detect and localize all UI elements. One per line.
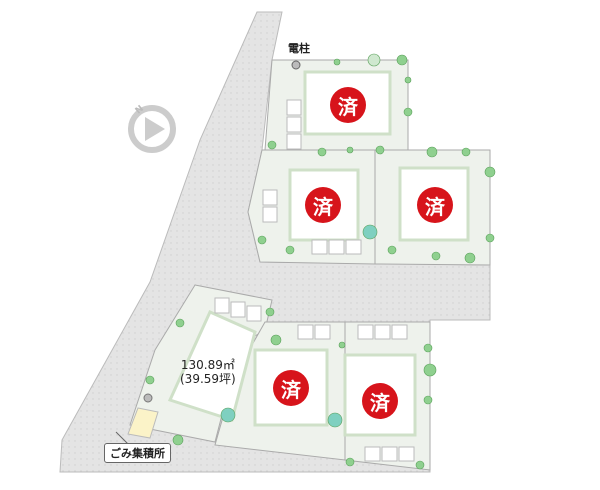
sold-badge: 済 (417, 187, 453, 223)
sold-badge: 済 (273, 370, 309, 406)
garbage-area (127, 407, 159, 439)
utility-pole-icon (143, 393, 153, 403)
utility-pole-icon (291, 60, 301, 70)
north-compass-icon: N (128, 104, 176, 153)
lot-area-sqm: 130.89㎡ (180, 358, 235, 372)
trees (145, 53, 496, 470)
sold-badge: 済 (330, 87, 366, 123)
sold-badge: 済 (305, 187, 341, 223)
parking-spaces (214, 99, 415, 462)
lot-area-label: 130.89㎡ (39.59坪) (180, 358, 236, 386)
utility-pole-label: 電柱 (288, 42, 310, 55)
garbage-collection-label: ごみ集積所 (104, 443, 171, 463)
sold-badge: 済 (362, 383, 398, 419)
callout-line (115, 431, 129, 445)
lot-area-tsubo: (39.59坪) (180, 372, 236, 386)
